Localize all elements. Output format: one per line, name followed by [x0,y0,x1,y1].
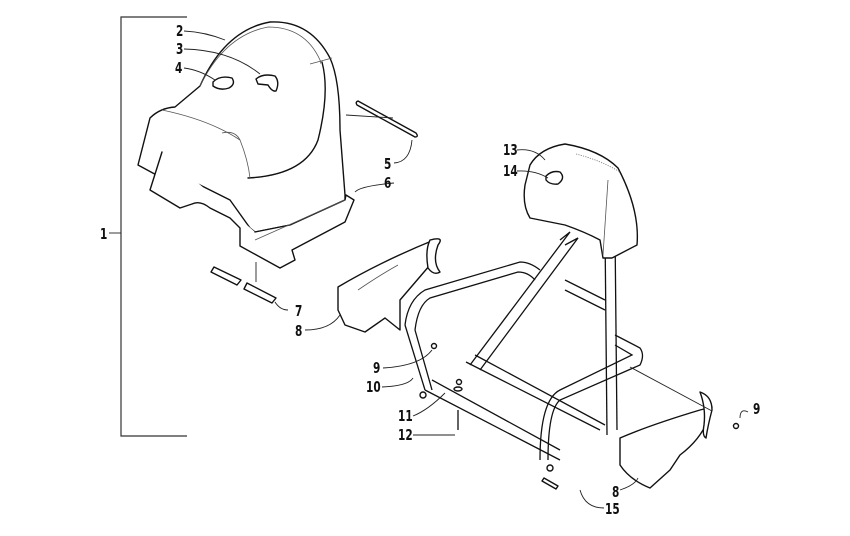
fasteners [419,342,740,490]
callout-9-screw-left[interactable]: 9 [373,359,381,377]
backrest-pad [523,143,639,259]
side-panel-right [619,366,713,489]
callout-7-pads[interactable]: 7 [295,302,303,320]
callout-5-strap[interactable]: 5 [384,155,392,173]
callout-12-bolt[interactable]: 12 [398,426,413,444]
callout-8-side-panel-left[interactable]: 8 [295,322,303,340]
callout-2-seat-cushion[interactable]: 2 [176,22,184,40]
callout-4-latch[interactable]: 4 [175,59,183,77]
callout-6-seat-base[interactable]: 6 [384,174,392,192]
velcro-pads [210,262,277,304]
callout-3-handle[interactable]: 3 [176,40,184,58]
callout-13-backrest-pad[interactable]: 13 [503,141,518,159]
backrest-frame [404,229,644,461]
side-panel-left [337,238,441,333]
callout-14-emblem[interactable]: 14 [503,162,518,180]
callout-10-frame[interactable]: 10 [366,378,381,396]
seat-cushion [137,21,355,269]
callout-15-pin[interactable]: 15 [605,500,620,518]
callout-11-nut[interactable]: 11 [398,407,413,425]
callout-8-side-panel-right[interactable]: 8 [612,483,620,501]
callout-1-seat-assembly[interactable]: 1 [100,225,108,243]
strap [345,100,418,138]
leader-lines [183,30,749,509]
assembly-bracket [109,16,187,437]
callout-9-screw-right[interactable]: 9 [753,400,761,418]
